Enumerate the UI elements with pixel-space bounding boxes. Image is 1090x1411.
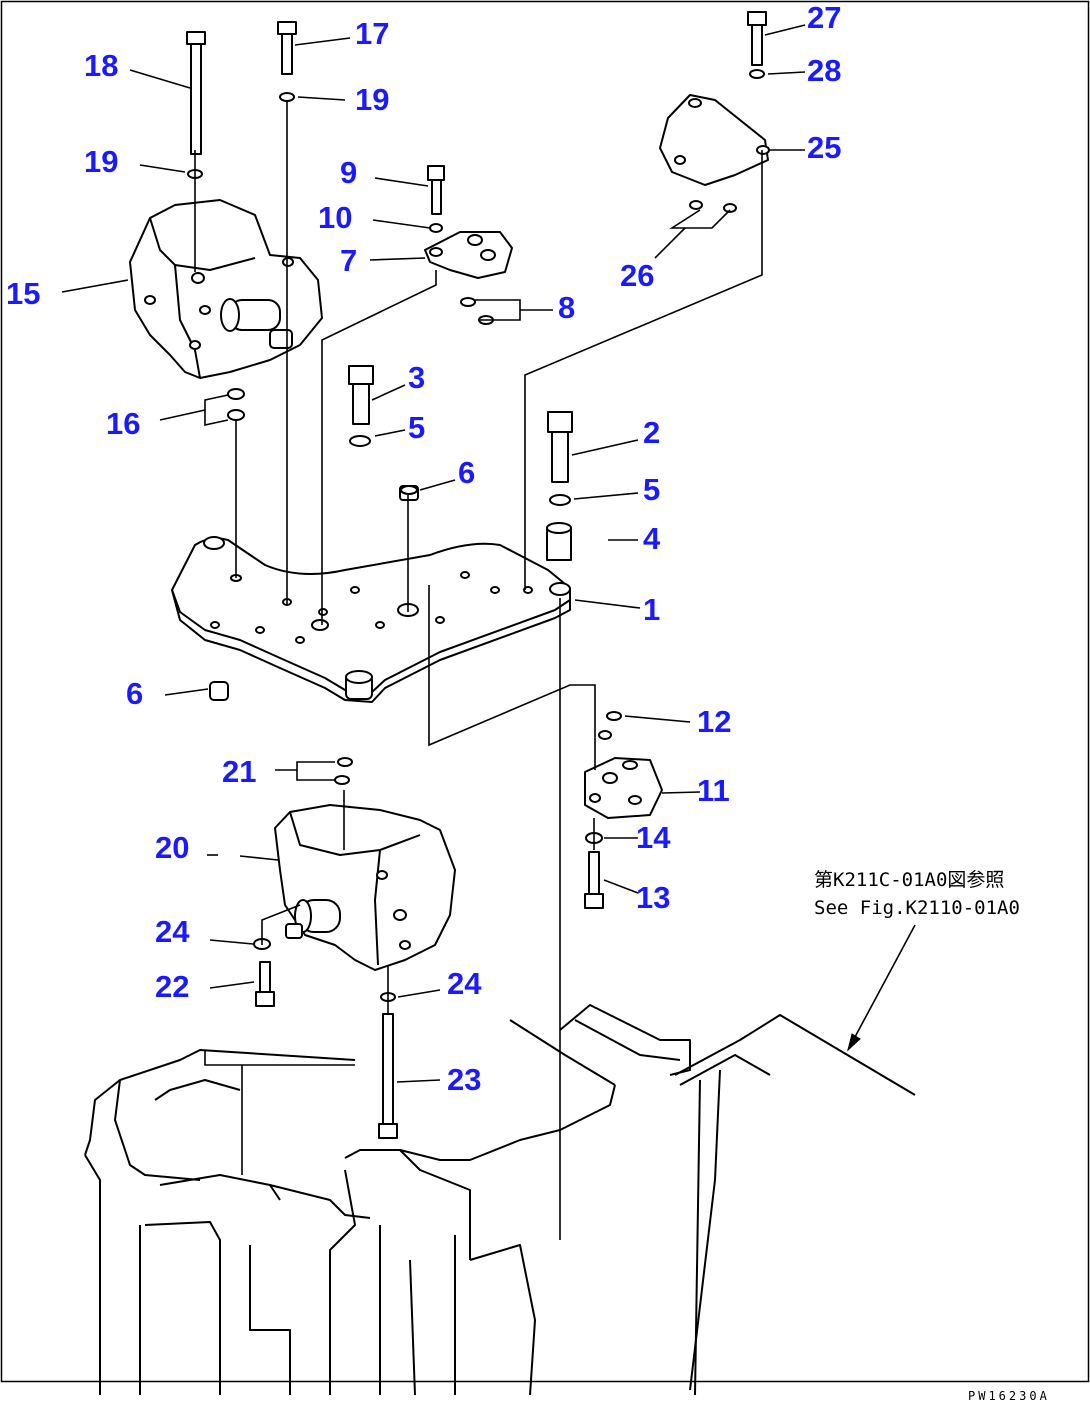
- plug-part-6-lower: [209, 681, 229, 701]
- plate-part-25: [659, 94, 769, 186]
- valve-assembly-part-15: [129, 199, 323, 379]
- callout-10: 10: [318, 200, 352, 235]
- callout-16: 16: [106, 406, 140, 441]
- callout-12: 12: [697, 704, 731, 739]
- callout-13: 13: [636, 880, 670, 915]
- plate-part-11: [584, 757, 663, 819]
- callout-24: 24: [447, 966, 482, 1001]
- callout-14: 14: [636, 820, 671, 855]
- callout-27: 27: [807, 0, 841, 35]
- assembly-lines: [61, 24, 916, 1240]
- bolt-part-17: [277, 21, 297, 75]
- callout-7: 7: [340, 243, 357, 278]
- callout-22: 22: [155, 969, 189, 1004]
- reference-note-english: See Fig.K2110-01A0: [814, 897, 1020, 919]
- bolt-part-3: [348, 365, 374, 425]
- callout-24: 24: [155, 914, 190, 949]
- callout-11: 11: [697, 773, 730, 808]
- callout-26: 26: [620, 258, 654, 293]
- bolt-part-22: [255, 961, 275, 1007]
- bolt-part-27: [747, 11, 767, 66]
- callout-1: 1: [643, 592, 660, 627]
- callout-9: 9: [340, 155, 357, 190]
- valve-assembly-part-20: [274, 804, 456, 971]
- drawing-code: PW16230A: [968, 1389, 1050, 1403]
- plate-part-7: [424, 231, 513, 279]
- callout-5: 5: [643, 472, 660, 507]
- frame-housing: [84, 1004, 916, 1396]
- callout-28: 28: [807, 53, 841, 88]
- base-plate-part-1: [171, 536, 571, 703]
- callout-4: 4: [643, 521, 661, 556]
- callout-19: 19: [355, 82, 389, 117]
- bolt-part-13: [584, 851, 604, 909]
- callout-3: 3: [408, 360, 425, 395]
- callout-25: 25: [807, 130, 841, 165]
- callout-8: 8: [558, 290, 575, 325]
- callout-23: 23: [447, 1062, 481, 1097]
- callout-19: 19: [84, 144, 118, 179]
- callout-labels: 1 2 3 4 5 5 6 6 7 8 9 10 11 12 13 14 15 …: [6, 0, 841, 1097]
- callout-6: 6: [458, 455, 475, 490]
- collar-part-4: [546, 522, 572, 561]
- callout-20: 20: [155, 830, 189, 865]
- plug-part-6-upper: [399, 485, 419, 501]
- bolt-part-2: [547, 411, 573, 483]
- bolt-part-23: [378, 1013, 398, 1139]
- washers: [187, 69, 765, 1002]
- callout-15: 15: [6, 276, 40, 311]
- callout-18: 18: [84, 48, 118, 83]
- bolt-part-9: [427, 165, 445, 215]
- reference-note-japanese: 第K211C-01A0図参照: [814, 869, 1004, 891]
- callout-6: 6: [126, 676, 143, 711]
- callout-21: 21: [222, 754, 256, 789]
- callout-5: 5: [408, 410, 425, 445]
- callout-2: 2: [643, 415, 660, 450]
- callout-17: 17: [355, 16, 389, 51]
- bolt-part-18: [186, 31, 206, 155]
